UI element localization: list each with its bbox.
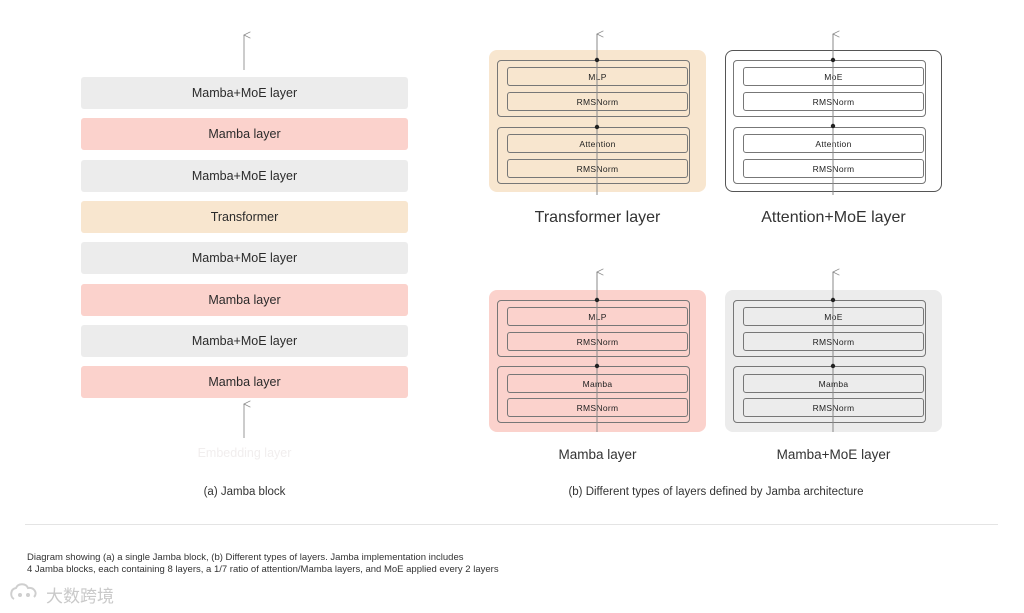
mlp-block: MLP xyxy=(507,307,688,326)
jamba-block-caption: (a) Jamba block xyxy=(203,486,286,498)
rmsnorm-block: RMSNorm xyxy=(743,398,924,417)
watermark-logo-icon xyxy=(10,583,37,600)
mamba-layer-title: Mamba layer xyxy=(558,447,637,462)
mamba-group xyxy=(497,366,690,423)
jamba-layer-mamba: Mamba layer xyxy=(81,284,408,316)
rmsnorm-block: RMSNorm xyxy=(507,92,688,111)
mamba-group xyxy=(733,366,926,423)
rmsnorm-block: RMSNorm xyxy=(743,92,924,111)
attention-moe-layer-title: Attention+MoE layer xyxy=(761,209,906,226)
rmsnorm-block: RMSNorm xyxy=(743,332,924,351)
footnote-line: 4 Jamba blocks, each containing 8 layers… xyxy=(27,564,499,575)
transformer-layer-title: Transformer layer xyxy=(534,209,661,226)
mamba-moe-layer-title: Mamba+MoE layer xyxy=(776,447,891,462)
attention-group xyxy=(733,127,926,184)
embedding-layer-label: Embedding layer xyxy=(197,446,292,460)
jamba-layer-mamba-moe: Mamba+MoE layer xyxy=(81,160,408,192)
divider xyxy=(25,524,998,525)
attention-group xyxy=(497,127,690,184)
rmsnorm-block: RMSNorm xyxy=(507,398,688,417)
mlp-block: MLP xyxy=(507,67,688,86)
footnote-line: Diagram showing (a) a single Jamba block… xyxy=(27,552,464,563)
moe-group xyxy=(733,60,926,117)
mamba-block: Mamba xyxy=(743,374,924,393)
jamba-layer-mamba-moe: Mamba+MoE layer xyxy=(81,242,408,274)
mamba-moe-layer-panel: MoE RMSNorm Mamba RMSNorm xyxy=(725,290,942,432)
mlp-group xyxy=(497,300,690,357)
rmsnorm-block: RMSNorm xyxy=(507,159,688,178)
watermark-text: 大数跨境 xyxy=(46,586,114,606)
moe-group xyxy=(733,300,926,357)
mamba-layer-panel: MLP RMSNorm Mamba RMSNorm xyxy=(489,290,706,432)
moe-block: MoE xyxy=(743,67,924,86)
moe-block: MoE xyxy=(743,307,924,326)
watermark: 大数跨境 xyxy=(8,580,114,608)
mlp-group xyxy=(497,60,690,117)
attention-moe-layer-panel: MoE RMSNorm Attention RMSNorm xyxy=(725,50,942,192)
rmsnorm-block: RMSNorm xyxy=(743,159,924,178)
attention-block: Attention xyxy=(507,134,688,153)
jamba-layer-mamba: Mamba layer xyxy=(81,366,408,398)
mamba-block: Mamba xyxy=(507,374,688,393)
jamba-layer-transformer: Transformer xyxy=(81,201,408,233)
layer-types-caption: (b) Different types of layers defined by… xyxy=(568,486,864,498)
jamba-layer-mamba-moe: Mamba+MoE layer xyxy=(81,325,408,357)
footnote: Diagram showing (a) a single Jamba block… xyxy=(27,552,499,576)
jamba-layer-mamba: Mamba layer xyxy=(81,118,408,150)
jamba-layer-mamba-moe: Mamba+MoE layer xyxy=(81,77,408,109)
transformer-layer-panel: MLP RMSNorm Attention RMSNorm xyxy=(489,50,706,192)
attention-block: Attention xyxy=(743,134,924,153)
rmsnorm-block: RMSNorm xyxy=(507,332,688,351)
